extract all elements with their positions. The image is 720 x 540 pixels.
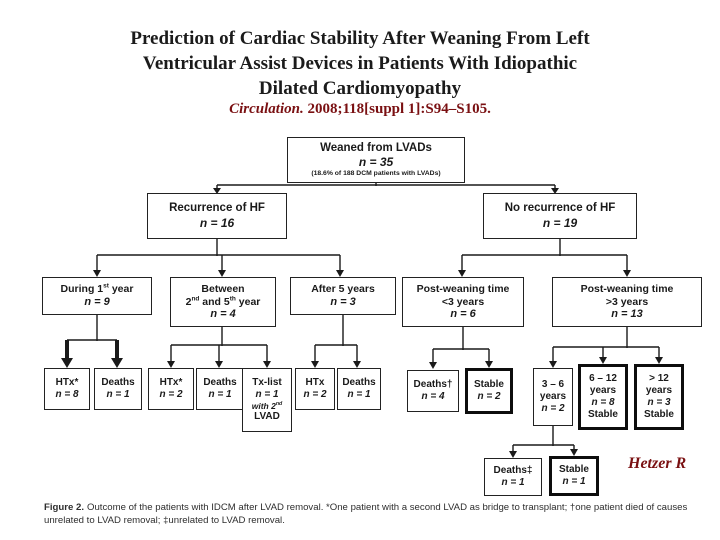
node-n: n = 13 bbox=[611, 307, 643, 320]
node-n: n = 3 bbox=[330, 295, 356, 308]
node-deaths-dagger-n4: Deaths† n = 4 bbox=[407, 370, 459, 412]
node-during-1st-year: During 1st year n = 9 bbox=[42, 277, 152, 315]
title-line-2: Ventricular Assist Devices in Patients W… bbox=[142, 53, 578, 75]
node-label: Post-weaning time bbox=[580, 283, 674, 296]
node-htx-n2: HTx* n = 2 bbox=[148, 368, 194, 410]
node-n: n = 3 bbox=[647, 397, 671, 408]
node-n: n = 2 bbox=[303, 389, 327, 400]
node-label-2: >3 years bbox=[605, 295, 649, 308]
citation: Circulation. 2008;118[suppl 1]:S94–S105. bbox=[60, 101, 660, 118]
node-label-2: 2nd and 5th year bbox=[185, 295, 261, 308]
node-n: n = 4 bbox=[421, 391, 445, 402]
node-deaths-n1-b: Deaths n = 1 bbox=[196, 368, 244, 410]
node-label: Between bbox=[201, 283, 245, 296]
node-label: No recurrence of HF bbox=[504, 202, 616, 215]
node-n: n = 9 bbox=[84, 295, 110, 308]
node-label: Deaths bbox=[342, 377, 376, 389]
caption-text: Outcome of the patients with IDCM after … bbox=[44, 502, 688, 527]
node-stable-n1: Stable n = 1 bbox=[549, 456, 599, 496]
node-n: n = 1 bbox=[562, 476, 586, 487]
caption-label: Figure 2. bbox=[44, 502, 84, 513]
node-n: n = 4 bbox=[210, 307, 236, 320]
node-label: HTx bbox=[305, 377, 325, 389]
node-label: Post-weaning time bbox=[416, 283, 510, 296]
node-htx-n8: HTx* n = 8 bbox=[44, 368, 90, 410]
citation-reference: 2008;118[suppl 1]:S94–S105. bbox=[303, 101, 491, 117]
node-n: n = 8 bbox=[591, 397, 615, 408]
node-gt-12-years-stable: > 12 years n = 3 Stable bbox=[634, 364, 684, 430]
node-label: Stable bbox=[473, 379, 504, 391]
node-label: Deaths† bbox=[413, 379, 453, 391]
node-n: n = 19 bbox=[542, 215, 578, 230]
node-recurrence-of-hf: Recurrence of HF n = 16 bbox=[147, 193, 287, 239]
node-label: > 12 bbox=[649, 373, 669, 385]
node-label: 6 – 12 bbox=[589, 373, 617, 385]
node-n: n = 1 bbox=[347, 389, 371, 400]
node-label-2: years bbox=[645, 385, 673, 397]
node-deaths-ddagger-n1: Deaths‡ n = 1 bbox=[484, 458, 542, 496]
node-between-2nd-and-5th-year: Between 2nd and 5th year n = 4 bbox=[170, 277, 276, 327]
node-note: (18.6% of 188 DCM patients with LVADs) bbox=[311, 170, 441, 178]
node-after-5-years: After 5 years n = 3 bbox=[290, 277, 396, 315]
citation-journal: Circulation. bbox=[229, 101, 304, 117]
node-n: n = 6 bbox=[450, 307, 476, 320]
node-weaned-from-lvads: Weaned from LVADs n = 35 (18.6% of 188 D… bbox=[287, 137, 465, 183]
node-label: Stable bbox=[558, 464, 589, 476]
node-n: n = 2 bbox=[477, 391, 501, 402]
node-post-weaning-lt-3-years: Post-weaning time <3 years n = 6 bbox=[402, 277, 524, 327]
node-label-2: years bbox=[539, 391, 567, 403]
title-line-1: Prediction of Cardiac Stability After We… bbox=[130, 28, 590, 49]
node-label: Deaths bbox=[203, 377, 237, 389]
node-label-2: years bbox=[589, 385, 617, 397]
node-n: n = 16 bbox=[199, 215, 235, 230]
node-no-recurrence-of-hf: No recurrence of HF n = 19 bbox=[483, 193, 637, 239]
title-line-3: Dilated Cardiomyopathy bbox=[258, 78, 462, 100]
node-label: 3 – 6 bbox=[541, 379, 565, 391]
figure-caption: Figure 2.Outcome of the patients with ID… bbox=[44, 501, 688, 528]
node-n: n = 2 bbox=[159, 389, 183, 400]
node-label: After 5 years bbox=[311, 283, 375, 296]
node-label-2: <3 years bbox=[441, 295, 485, 308]
author-name: Hetzer R bbox=[628, 455, 687, 472]
node-n: n = 8 bbox=[55, 389, 79, 400]
node-n: n = 35 bbox=[358, 155, 394, 170]
node-label: Weaned from LVADs bbox=[320, 141, 432, 154]
node-label: HTx* bbox=[159, 377, 183, 389]
node-label-3: Stable bbox=[587, 408, 618, 420]
node-3-6-years: 3 – 6 years n = 2 bbox=[533, 368, 573, 426]
node-htx-n2-after5: HTx n = 2 bbox=[295, 368, 335, 410]
node-stable-n2: Stable n = 2 bbox=[465, 368, 513, 414]
node-label: Tx-list bbox=[252, 377, 282, 389]
node-label-2: LVAD bbox=[254, 410, 280, 422]
node-n: n = 1 bbox=[208, 389, 232, 400]
node-label: HTx* bbox=[55, 377, 79, 389]
node-label: During 1st year bbox=[60, 282, 134, 296]
node-label: Deaths‡ bbox=[493, 465, 533, 477]
node-note: with 2nd bbox=[251, 400, 283, 411]
paper-title: Prediction of Cardiac Stability After We… bbox=[60, 26, 660, 101]
node-6-12-years-stable: 6 – 12 years n = 8 Stable bbox=[578, 364, 628, 430]
node-label: Recurrence of HF bbox=[169, 202, 265, 215]
node-deaths-n1-a: Deaths n = 1 bbox=[94, 368, 142, 410]
node-n: n = 2 bbox=[541, 402, 565, 414]
node-post-weaning-gt-3-years: Post-weaning time >3 years n = 13 bbox=[552, 277, 702, 327]
node-tx-list: Tx-list n = 1 with 2nd LVAD bbox=[242, 368, 292, 432]
node-n: n = 1 bbox=[106, 389, 130, 400]
node-n: n = 1 bbox=[501, 477, 525, 488]
node-label-3: Stable bbox=[643, 408, 674, 420]
node-n: n = 1 bbox=[255, 389, 279, 401]
node-label: Deaths bbox=[101, 377, 135, 389]
node-deaths-n1-c: Deaths n = 1 bbox=[337, 368, 381, 410]
